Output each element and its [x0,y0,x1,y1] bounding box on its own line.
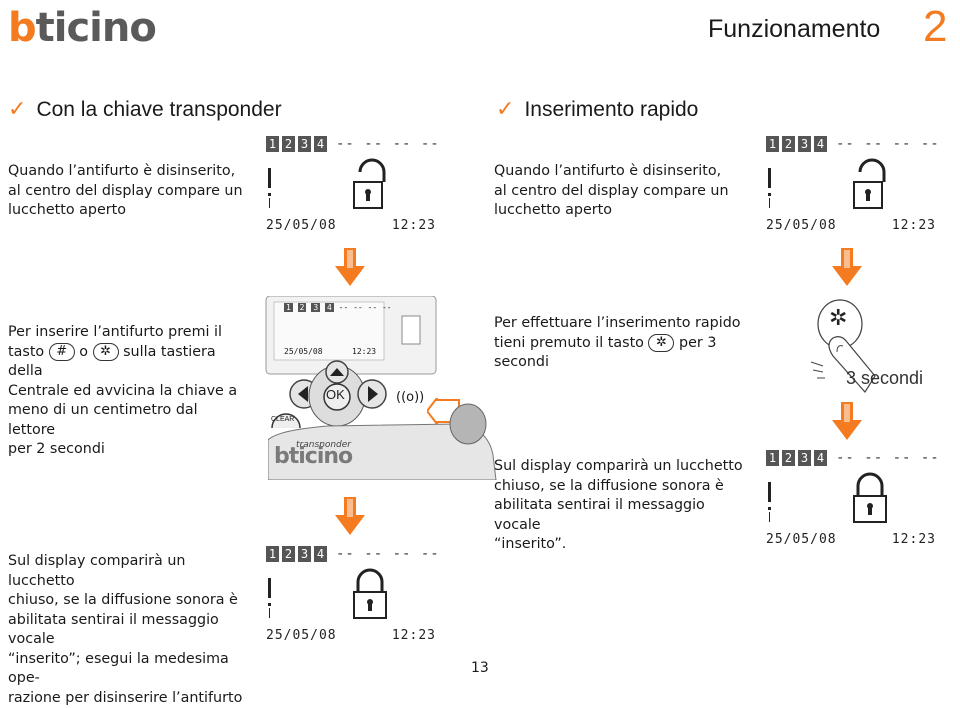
section-title-transponder: ✓Con la chiave transponder [8,96,282,121]
ok-button-label: OK [326,387,345,402]
section-title-rapid: ✓Inserimento rapido [496,96,699,121]
signal-icon: ((o)) [396,390,425,405]
page-title: Funzionamento [708,15,881,43]
arrow-down-icon [335,248,365,286]
right-paragraph-3: Sul display comparirà un lucchetto chius… [494,458,743,552]
right-paragraph-2: Per effettuare l’inserimento rapido tien… [494,315,741,370]
arrow-down-icon [832,402,862,440]
finger-press-illustration [810,299,876,393]
star-key-icon: ✲ [92,342,119,361]
seconds-label: 3 secondi [846,368,924,388]
left-paragraph-3: Sul display comparirà un lucchetto chius… [8,553,243,706]
lock-closed-icon [353,568,387,619]
bticino-logo: bticino [8,5,157,51]
transponder-key-illustration [268,403,497,480]
arrow-down-icon [335,497,365,535]
check-icon: ✓ [8,96,27,121]
check-icon: ✓ [496,96,515,121]
arrow-down-icon [832,248,862,286]
left-paragraph-2: Per inserire l’antifurto premi il tasto … [8,324,238,457]
left-paragraph-1: Quando l’antifurto è disinserito, al cen… [8,163,243,218]
chapter-number: 2 [923,2,948,51]
star-icon: ✲ [829,306,848,331]
page-number: 13 [471,660,489,676]
lock-closed-icon [853,472,887,523]
bticino-logo-key: bticino [274,444,353,469]
star-key-icon: ✲ [648,333,675,352]
lock-open-icon [853,158,886,209]
hash-key-icon: # [48,342,75,361]
central-keypad-illustration: 1 2 3 4 -- -- -- -- 25/05/08 12:23 OK CL… [262,296,442,428]
lock-open-icon [353,158,386,209]
right-paragraph-1: Quando l’antifurto è disinserito, al cen… [494,163,729,218]
